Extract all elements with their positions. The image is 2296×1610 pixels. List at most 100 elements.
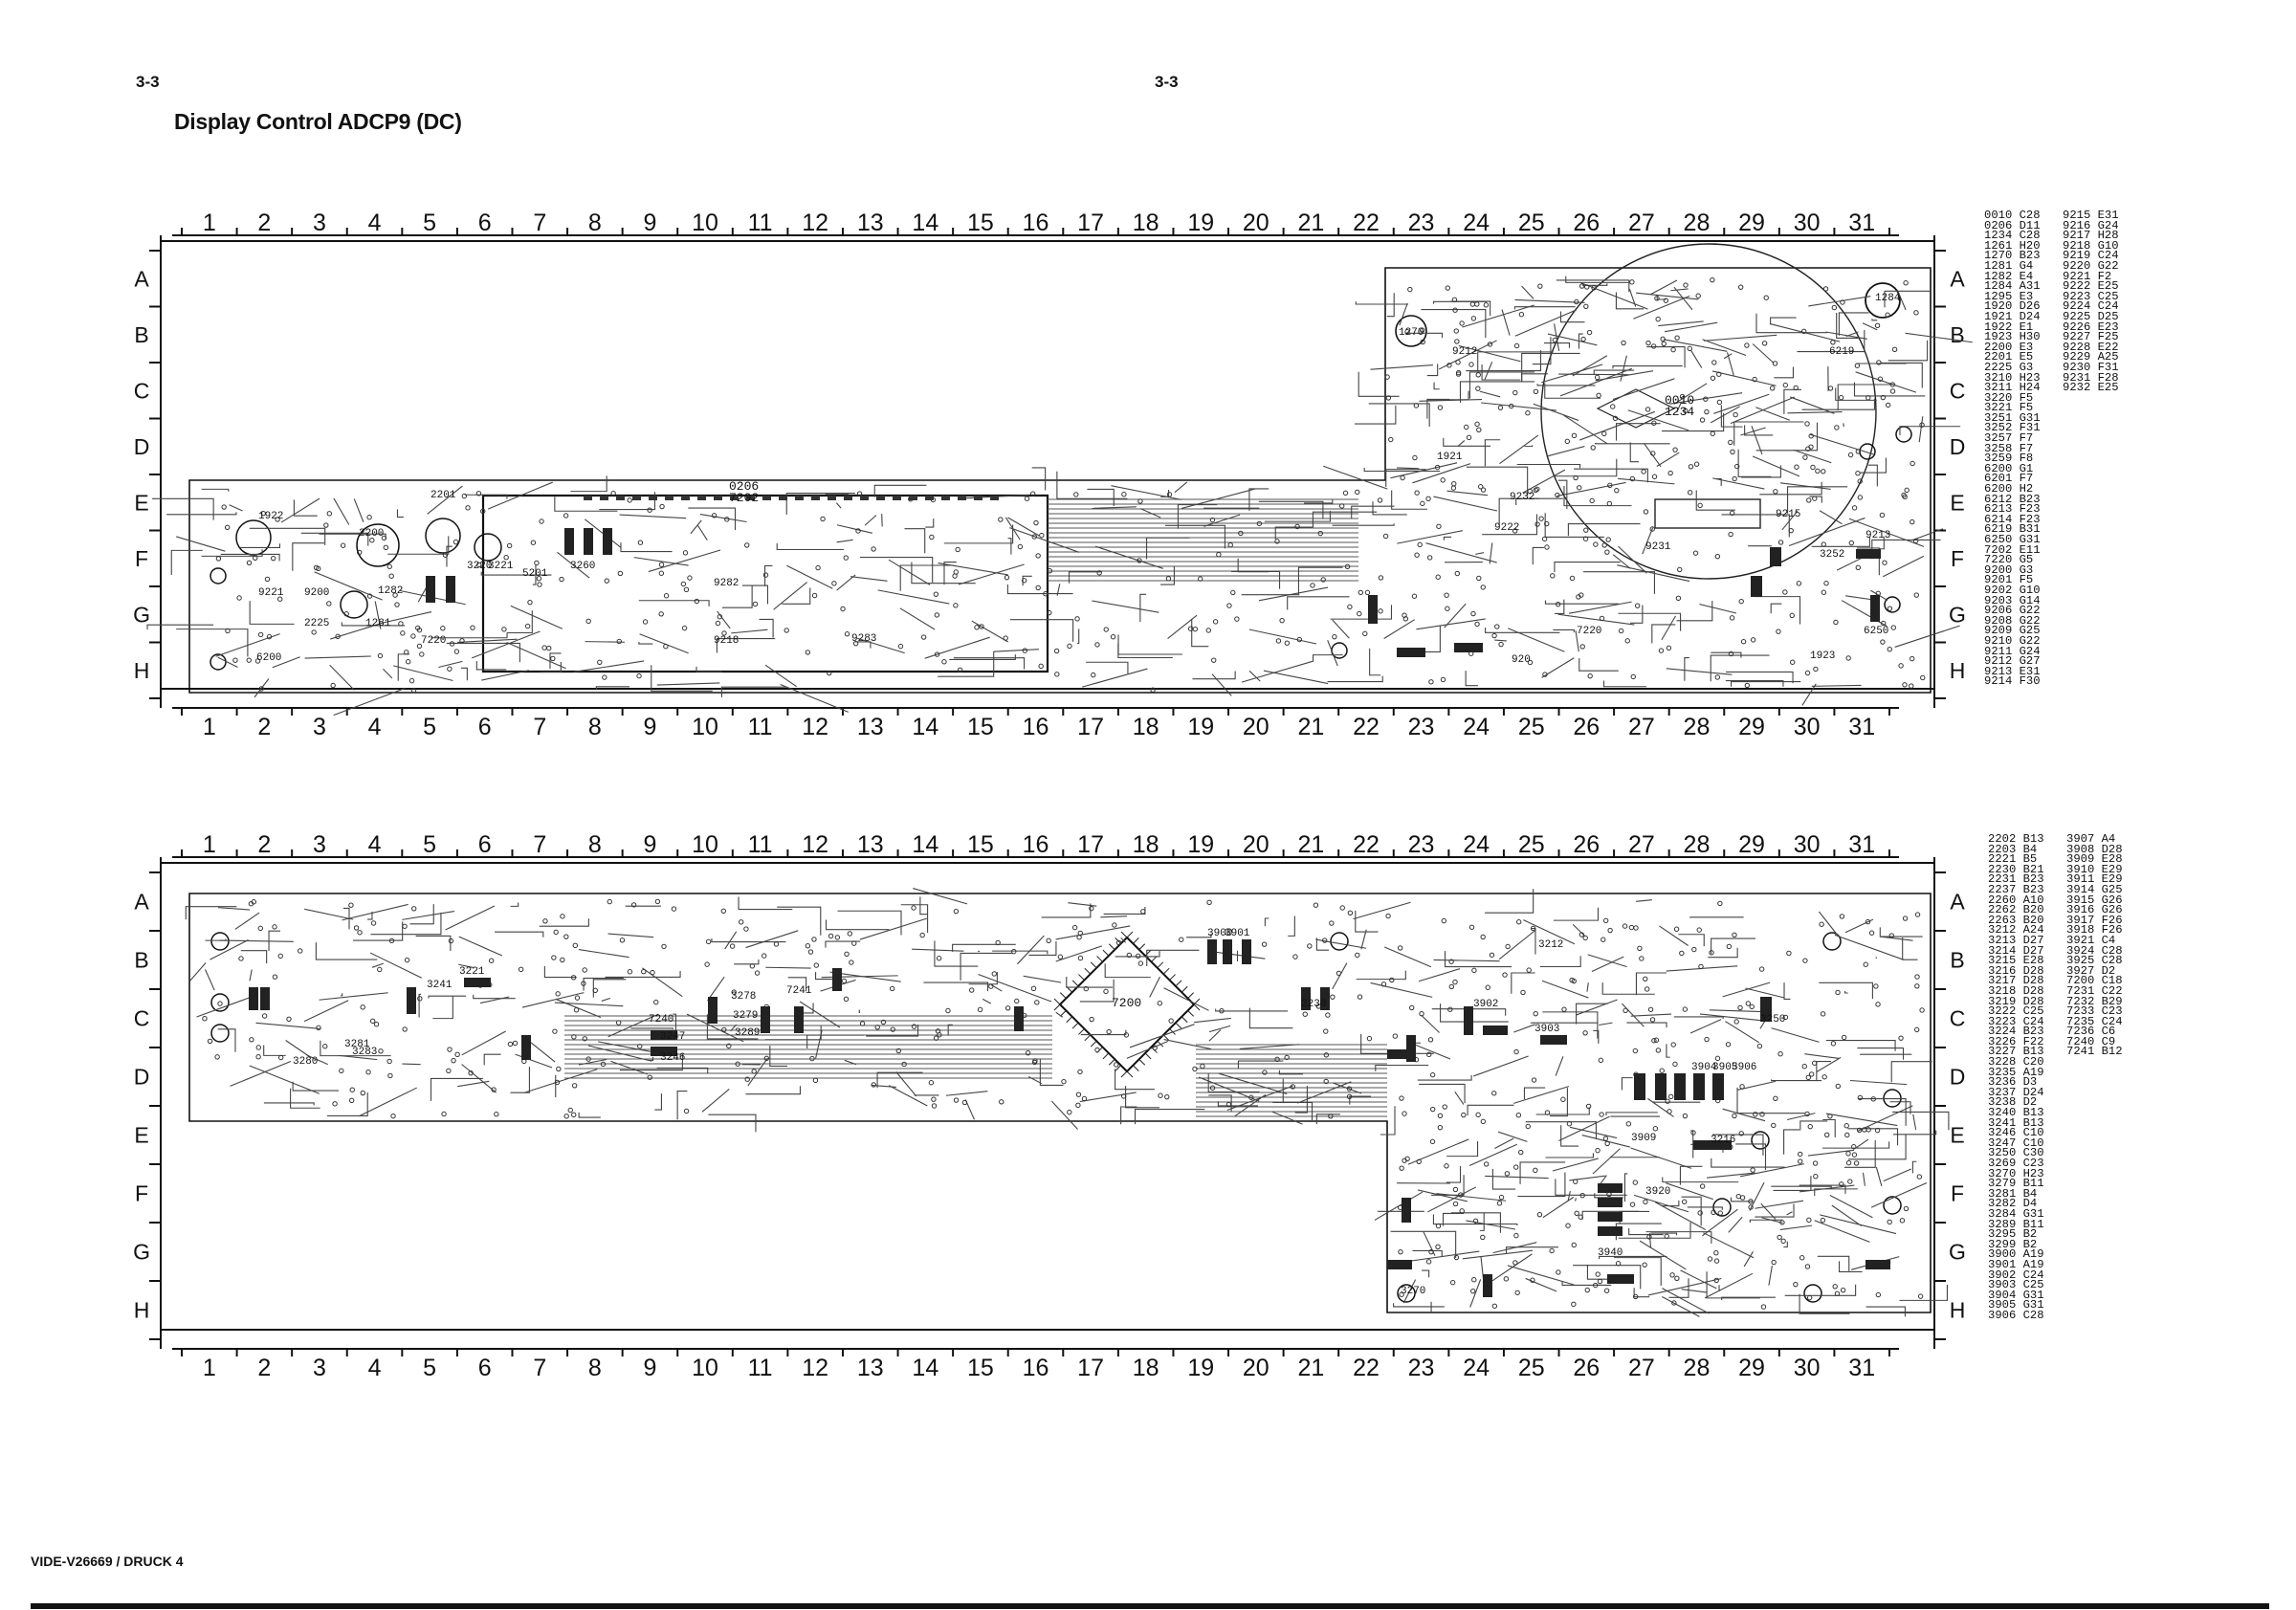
trace xyxy=(1695,490,1735,511)
ic-pin xyxy=(1078,974,1085,981)
trace xyxy=(1818,911,1840,937)
smd-component xyxy=(1870,595,1880,622)
trace xyxy=(764,664,797,688)
pad xyxy=(1618,628,1624,634)
trace xyxy=(217,907,251,911)
trace xyxy=(699,514,747,523)
pad xyxy=(1598,1057,1604,1064)
pad xyxy=(1903,1205,1910,1212)
trace xyxy=(1809,433,1875,455)
column-label-top: 16 xyxy=(1023,210,1049,236)
pad xyxy=(1329,920,1335,926)
trace xyxy=(1617,477,1675,485)
trace xyxy=(1875,1166,1883,1186)
pad xyxy=(1427,1037,1434,1043)
pad xyxy=(1434,464,1441,471)
trace xyxy=(1263,670,1329,685)
smd-component xyxy=(584,528,593,555)
legend-entry: 7236 C6 xyxy=(2066,1025,2116,1039)
trace xyxy=(1591,956,1624,973)
column-label-bottom: 22 xyxy=(1353,1355,1380,1381)
pad xyxy=(1655,316,1661,322)
column-label-top: 2 xyxy=(257,831,271,858)
pad xyxy=(1725,1042,1732,1048)
pad xyxy=(841,978,848,984)
trace xyxy=(717,610,731,629)
trace xyxy=(1755,422,1819,452)
trace xyxy=(1811,684,1862,687)
trace xyxy=(146,624,214,630)
legend-entry: 3240 B13 xyxy=(1988,1106,2044,1120)
trace xyxy=(1849,1079,1908,1086)
trace xyxy=(1482,514,1538,536)
pad xyxy=(1513,1048,1519,1055)
column-label-bottom: 15 xyxy=(967,1355,994,1381)
trace xyxy=(1722,981,1771,998)
pad xyxy=(1854,363,1861,368)
pad xyxy=(449,641,455,647)
trace xyxy=(210,939,249,960)
trace xyxy=(1662,1288,1710,1314)
trace xyxy=(387,536,450,555)
pad xyxy=(1047,609,1052,616)
trace xyxy=(1565,276,1629,283)
pad xyxy=(1646,1234,1652,1240)
legend-entry: 3258 F7 xyxy=(1984,441,2034,455)
trace xyxy=(765,966,811,969)
pad xyxy=(1402,612,1407,618)
component-label: 3283 xyxy=(352,1047,377,1058)
pad xyxy=(1840,299,1845,305)
trace xyxy=(1911,1160,1917,1174)
pad xyxy=(650,969,655,976)
capacitor xyxy=(474,533,502,562)
component-label: 9212 xyxy=(1452,346,1477,358)
pad xyxy=(1903,280,1909,286)
smd-component xyxy=(249,987,258,1010)
pad xyxy=(711,513,718,518)
pad xyxy=(1793,385,1799,391)
trace xyxy=(1120,1106,1137,1125)
trace xyxy=(1385,469,1426,487)
component-label: 3221 xyxy=(459,966,485,978)
pad xyxy=(1599,1112,1604,1117)
trace xyxy=(1358,371,1400,397)
pad xyxy=(1913,1026,1920,1033)
legend-entry: 3217 D28 xyxy=(1988,974,2044,988)
legend-entry: 3915 G26 xyxy=(2066,893,2123,907)
pad xyxy=(1192,1066,1198,1072)
pad xyxy=(1693,461,1700,467)
trace xyxy=(483,1053,501,1066)
trace xyxy=(1498,930,1535,960)
pad xyxy=(225,628,231,634)
trace xyxy=(960,952,1013,981)
pad xyxy=(1470,610,1476,617)
trace xyxy=(1630,1147,1692,1169)
component-label: 6250 xyxy=(1864,626,1888,637)
pad xyxy=(1838,394,1844,401)
trace xyxy=(1241,660,1314,683)
pad xyxy=(1875,1002,1881,1007)
trace xyxy=(1218,1072,1288,1095)
trace xyxy=(900,904,929,934)
column-label-bottom: 15 xyxy=(967,714,994,740)
trace xyxy=(1505,1246,1558,1254)
column-label-bottom: 13 xyxy=(857,714,884,740)
capacitor xyxy=(425,518,461,554)
pad xyxy=(1077,1069,1083,1075)
pad xyxy=(1569,575,1576,582)
pad xyxy=(1621,340,1626,346)
ic-pin xyxy=(1187,992,1194,999)
trace xyxy=(555,1074,557,1098)
smd-component xyxy=(708,997,718,1024)
pad xyxy=(1845,1159,1852,1166)
trace xyxy=(1417,1189,1468,1202)
pad xyxy=(1823,581,1829,586)
board-outline xyxy=(188,267,1932,694)
pad xyxy=(1909,683,1914,689)
pad xyxy=(572,942,579,949)
pad xyxy=(249,1037,254,1043)
pad xyxy=(1483,302,1490,308)
trace xyxy=(1022,575,1032,586)
trace xyxy=(1507,1265,1575,1286)
pad xyxy=(1748,1204,1754,1210)
